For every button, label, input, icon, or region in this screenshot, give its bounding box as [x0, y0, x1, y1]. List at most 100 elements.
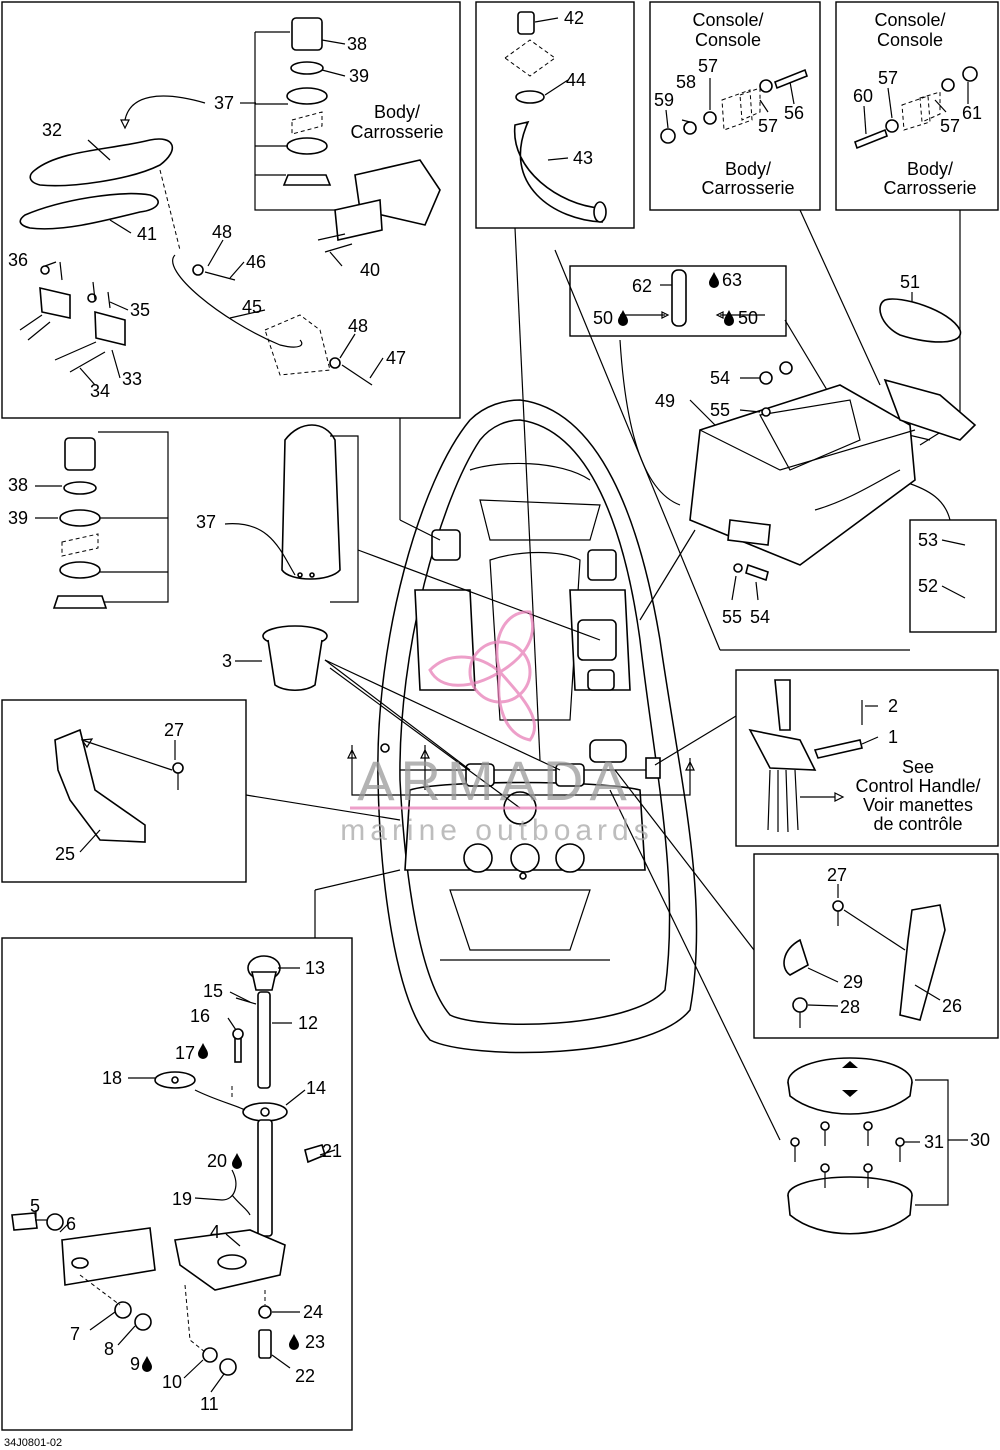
callout-61: 61 — [962, 103, 982, 123]
callout-45: 45 — [242, 297, 262, 317]
callout-55a: 55 — [710, 400, 730, 420]
hose-parts — [504, 11, 607, 223]
control-handle-parts — [748, 679, 863, 833]
callout-12: 12 — [298, 1013, 318, 1033]
see-label-4: de contrôle — [873, 814, 962, 834]
callout-10: 10 — [162, 1372, 182, 1392]
callout-43: 43 — [573, 148, 593, 168]
callout-40: 40 — [360, 260, 380, 280]
callout-35: 35 — [130, 300, 150, 320]
drop-icon — [232, 1153, 242, 1169]
callout-36: 36 — [8, 250, 28, 270]
drop-icon — [289, 1334, 299, 1350]
callout-8: 8 — [104, 1339, 114, 1359]
see-label-3: Voir manettes — [863, 795, 973, 815]
callout-18: 18 — [102, 1068, 122, 1088]
callout-51: 51 — [900, 272, 920, 292]
callout-54a: 54 — [710, 368, 730, 388]
callout-17: 17 — [175, 1043, 195, 1063]
callout-56: 56 — [784, 103, 804, 123]
callout-2: 2 — [888, 696, 898, 716]
callout-20: 20 — [207, 1151, 227, 1171]
see-label-1: See — [902, 757, 934, 777]
callout-48a: 48 — [212, 222, 232, 242]
callout-15: 15 — [203, 981, 223, 1001]
callout-28: 28 — [840, 997, 860, 1017]
lubricant-drop-icons — [142, 272, 734, 1372]
callout-29: 29 — [843, 972, 863, 992]
callout-54b: 54 — [750, 607, 770, 627]
callout-4: 4 — [210, 1222, 220, 1242]
callout-numbers: 1 2 3 4 5 6 7 8 9 10 11 12 13 14 15 16 1… — [8, 8, 990, 1414]
seat-assembly-parts — [19, 17, 441, 386]
callout-39a: 39 — [349, 66, 369, 86]
panel-26 — [783, 900, 946, 1028]
watermark-logo: ARMADA marine outboards — [340, 610, 653, 847]
callout-23: 23 — [305, 1332, 325, 1352]
callout-21: 21 — [322, 1141, 342, 1161]
callout-57b: 57 — [758, 116, 778, 136]
body-label-1: Body/ — [374, 102, 420, 122]
callout-57c: 57 — [878, 68, 898, 88]
panel-25 — [54, 728, 184, 843]
callout-leaders — [35, 17, 969, 1393]
callout-33: 33 — [122, 369, 142, 389]
console-label-1b: Console — [695, 30, 761, 50]
body-label-1b: Carrosserie — [350, 122, 443, 142]
callout-31: 31 — [924, 1132, 944, 1152]
body-label-2b: Carrosserie — [701, 178, 794, 198]
callout-60: 60 — [853, 86, 873, 106]
callout-5: 5 — [30, 1196, 40, 1216]
callout-34: 34 — [90, 381, 110, 401]
watermark-tagline: marine outboards — [340, 814, 653, 847]
latch-stack-middle — [52, 424, 359, 609]
callout-48b: 48 — [348, 316, 368, 336]
callout-6: 6 — [66, 1214, 76, 1234]
callout-26: 26 — [942, 996, 962, 1016]
callout-27a: 27 — [164, 720, 184, 740]
console-label-2b: Console — [877, 30, 943, 50]
callout-57d: 57 — [940, 116, 960, 136]
callout-57a: 57 — [698, 56, 718, 76]
callout-58: 58 — [676, 72, 696, 92]
text-labels: Body/ Carrosserie Console/ Console Body/… — [4, 10, 981, 1449]
callout-38a: 38 — [347, 34, 367, 54]
callout-24: 24 — [303, 1302, 323, 1322]
callout-7: 7 — [70, 1324, 80, 1344]
body-label-2: Body/ — [725, 159, 771, 179]
console-label-2: Console/ — [874, 10, 945, 30]
callout-44: 44 — [566, 70, 586, 90]
callout-38b: 38 — [8, 475, 28, 495]
callout-11: 11 — [200, 1394, 219, 1414]
callout-46: 46 — [246, 252, 266, 272]
callout-50b: 50 — [738, 308, 758, 328]
callout-25: 25 — [55, 844, 75, 864]
callout-59: 59 — [654, 90, 674, 110]
cup-holder — [262, 625, 328, 692]
callout-22: 22 — [295, 1366, 315, 1386]
callout-14: 14 — [306, 1078, 326, 1098]
callout-39b: 39 — [8, 508, 28, 528]
callout-3: 3 — [222, 651, 232, 671]
callout-49: 49 — [655, 391, 675, 411]
callout-63: 63 — [722, 270, 742, 290]
callout-52: 52 — [918, 576, 938, 596]
callout-30: 30 — [970, 1130, 990, 1150]
console-fasteners — [660, 66, 978, 150]
callout-9: 9 — [130, 1354, 140, 1374]
console-label-1: Console/ — [692, 10, 763, 30]
drop-icon — [142, 1356, 152, 1372]
callout-13: 13 — [305, 958, 325, 978]
drawing-code: 34J0801-02 — [4, 1437, 62, 1449]
storage-bin — [620, 269, 977, 582]
callout-1: 1 — [888, 727, 898, 747]
callout-32: 32 — [42, 120, 62, 140]
callout-47: 47 — [386, 348, 406, 368]
callout-16: 16 — [190, 1006, 210, 1026]
callout-27b: 27 — [827, 865, 847, 885]
callout-42: 42 — [564, 8, 584, 28]
post-assembly — [11, 955, 326, 1376]
watermark-brand: ARMADA — [357, 749, 633, 812]
drop-icon — [724, 310, 734, 326]
